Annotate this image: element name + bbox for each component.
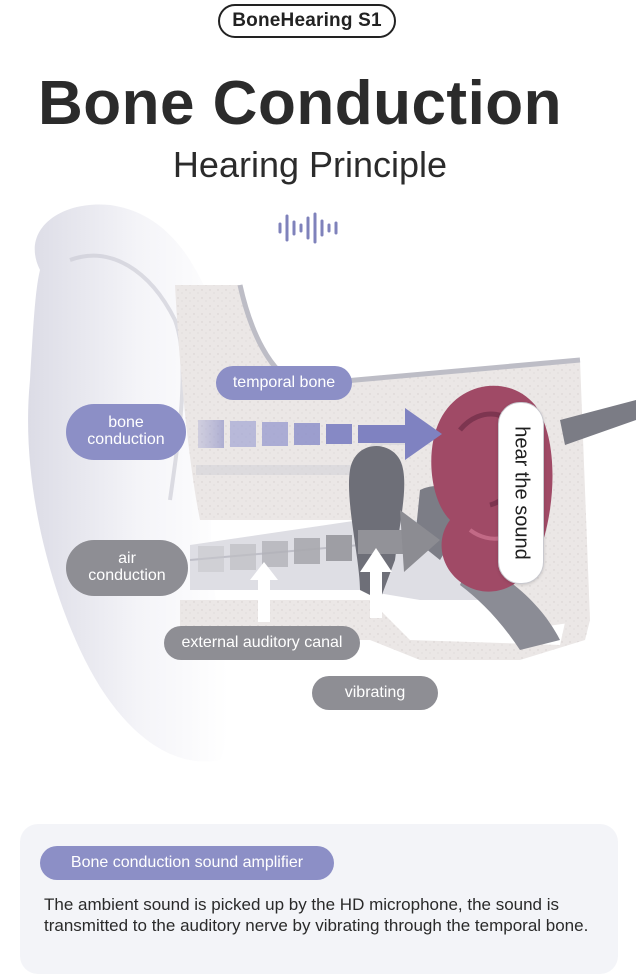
outer-ear-shape (28, 204, 229, 762)
page-title: Bone Conduction (37, 69, 563, 138)
label-air-conduction: air conduction (66, 540, 188, 596)
brand-badge: BoneHearing S1 (218, 4, 396, 38)
ossicles-shape (348, 446, 405, 600)
amplifier-description: The ambient sound is picked up by the HD… (44, 895, 589, 935)
vibration-up-arrow-right (360, 548, 392, 618)
label-vibrating: vibrating (312, 676, 438, 710)
page-subtitle: Hearing Principle (172, 144, 448, 185)
sound-wave-icon (278, 212, 338, 244)
label-bone-conduction: bone conduction (66, 404, 186, 460)
label-temporal-bone: temporal bone (216, 366, 352, 400)
vibration-up-arrow-left (250, 562, 278, 622)
air-conduction-arrow (198, 510, 440, 572)
bone-conduction-arrow (198, 408, 442, 460)
label-external-auditory-canal: external auditory canal (164, 626, 360, 660)
label-hear-the-sound: hear the sound (498, 402, 544, 584)
amplifier-title-badge: Bone conduction sound amplifier (40, 846, 334, 880)
ear-anatomy-illustration (28, 204, 636, 762)
brand-name: BoneHearing S1 (232, 10, 382, 31)
